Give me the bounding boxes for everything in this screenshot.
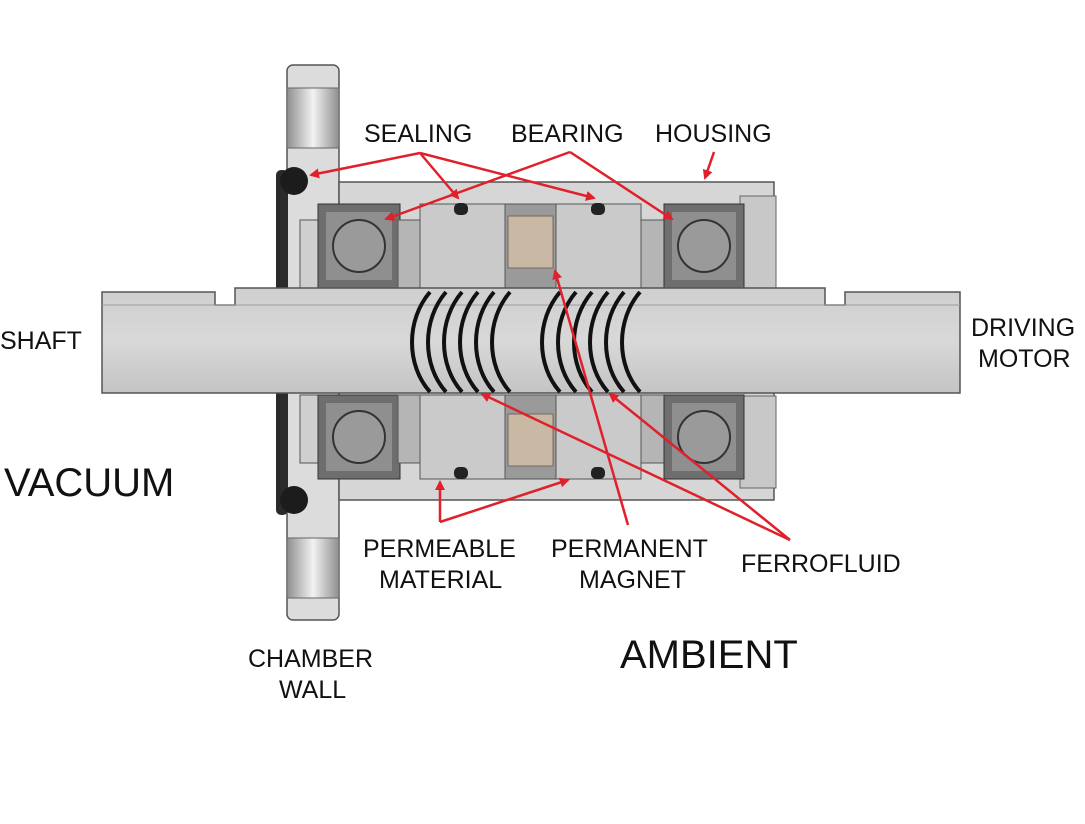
- label-ferrofluid: FERROFLUID: [741, 550, 901, 578]
- leader-arrows: [309, 150, 791, 542]
- ferrofluid-rings: [410, 290, 642, 394]
- shaft-part: [101, 287, 961, 394]
- label-shaft: SHAFT: [0, 327, 82, 355]
- bearing-right-bottom: [639, 394, 745, 480]
- permanent-magnet-part: [504, 203, 557, 480]
- label-permanent: PERMANENT: [551, 535, 708, 563]
- label-chamber: CHAMBER: [248, 645, 373, 673]
- label-permeable: PERMEABLE: [363, 535, 516, 563]
- label-driving: DRIVING: [971, 314, 1075, 342]
- label-material: MATERIAL: [379, 566, 502, 594]
- bearing-right-top: [639, 203, 745, 289]
- label-bearing: BEARING: [511, 120, 624, 148]
- label-magnet: MAGNET: [579, 566, 686, 594]
- label-ambient: AMBIENT: [620, 633, 798, 677]
- label-wall: WALL: [279, 676, 346, 704]
- bearing-left-top: [299, 203, 421, 289]
- pole-piece-top: [419, 203, 642, 289]
- label-housing: HOUSING: [655, 120, 772, 148]
- bearing-left-bottom: [299, 394, 421, 480]
- label-vacuum: VACUUM: [4, 461, 174, 505]
- label-sealing: SEALING: [364, 120, 472, 148]
- label-motor: MOTOR: [978, 345, 1071, 373]
